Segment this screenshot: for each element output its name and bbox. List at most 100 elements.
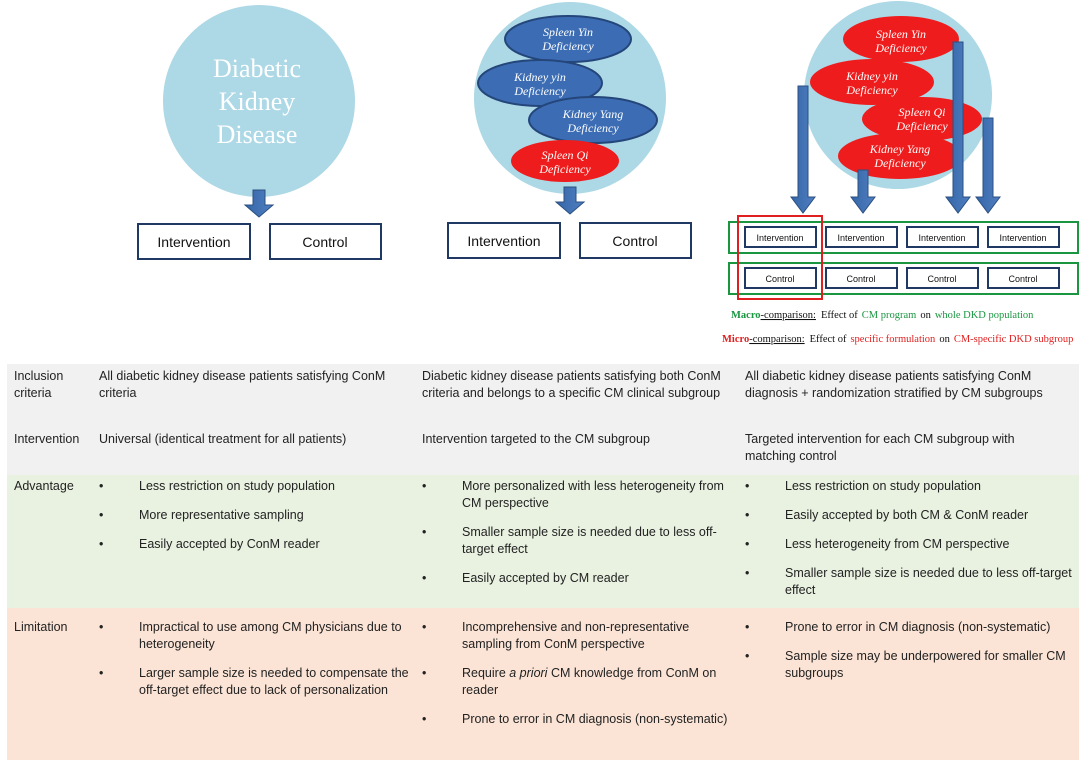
ellipse-kidney-yang	[528, 96, 658, 144]
ellipse-kidney-yang	[838, 133, 962, 179]
micro-rest: -comparison:	[749, 334, 804, 345]
bullet-text: Easily accepted by both CM & ConM reader	[785, 507, 1084, 524]
bullet-line: Prone to error in CM diagnosis (non-syst…	[462, 712, 728, 726]
control-label: Control	[612, 233, 657, 249]
bullet-line: Less restriction on study population	[785, 479, 981, 493]
intervention-col-2: Intervention targeted to the CM subgroup	[422, 432, 650, 446]
macro-frame-control	[728, 262, 1079, 295]
ellipse-spleen-qi	[511, 140, 619, 182]
macro-prefix: Effect of	[821, 310, 858, 321]
ellipse-spleen-yin-line-1: Spleen Yin	[876, 27, 926, 41]
bullet-line: Require a priori CM knowledge from ConM …	[462, 666, 717, 680]
bullet-line: subgroups	[785, 666, 844, 680]
ellipse-spleen-yin-line-1: Spleen Yin	[543, 25, 593, 39]
down-arrow	[554, 186, 586, 215]
ellipse-kidney-yin	[810, 59, 934, 105]
cell-line: Targeted intervention for each CM subgro…	[745, 432, 1015, 446]
bullet-text: Impractical to use among CM physicians d…	[139, 619, 429, 653]
bullet-text: Less heterogeneity from CM perspective	[785, 536, 1084, 553]
control-box-4-label: Control	[1008, 274, 1037, 284]
control-box	[579, 222, 692, 259]
bullet-line: Less restriction on study population	[139, 479, 335, 493]
ellipse-kidney-yin-line-1: Kidney yin	[513, 70, 566, 84]
bullet-text: Prone to error in CM diagnosis (non-syst…	[462, 711, 752, 728]
bullet-icon: •	[745, 537, 750, 551]
bullet-text: Less restriction on study population	[139, 478, 429, 495]
intervention-box-4	[987, 226, 1060, 248]
down-arrow	[243, 189, 275, 218]
micro-prefix: Effect of	[810, 334, 847, 345]
bullet-icon: •	[422, 525, 427, 539]
arrow-to-intervention-3	[945, 41, 971, 214]
ellipse-kidney-yin-line-2: Deficiency	[845, 83, 898, 97]
bullet-line: effect	[785, 583, 816, 597]
row-bg-grey	[7, 364, 1079, 475]
ellipse-kidney-yin-line-2: Deficiency	[513, 84, 566, 98]
ellipse-kidney-yang-line-1: Kidney Yang	[869, 142, 931, 156]
dkd-circle	[163, 5, 355, 197]
bullet-icon: •	[745, 566, 750, 580]
panel-2: Spleen Yin Deficiency Kidney yin Deficie…	[447, 2, 692, 259]
cell-line: diagnosis + randomization stratified by …	[745, 386, 1043, 400]
bullet-icon: •	[745, 620, 750, 634]
bullet-text: Easily accepted by CM reader	[462, 570, 752, 587]
cell-line: criteria and belongs to a specific CM cl…	[422, 386, 721, 400]
ellipse-spleen-qi-line-1: Spleen Qi	[542, 148, 589, 162]
bullet-line: reader	[462, 683, 499, 697]
micro-highlight-1: specific formulation	[850, 334, 936, 345]
panel-3: Spleen Yin Deficiency Kidney yin Deficie…	[722, 1, 1079, 345]
intervention-box-2	[825, 226, 898, 248]
ellipse-spleen-qi-line-2: Deficiency	[538, 162, 591, 176]
inclusion-col-1: All diabetic kidney disease patients sat…	[99, 368, 385, 402]
cell-line: All diabetic kidney disease patients sat…	[745, 369, 1032, 383]
bullet-icon: •	[99, 666, 104, 680]
arrow-to-intervention-4	[975, 117, 1001, 214]
intervention-box-1-label: Intervention	[756, 233, 803, 243]
bullet-text: More representative sampling	[139, 507, 429, 524]
ellipse-spleen-qi-line-2: Deficiency	[895, 119, 948, 133]
bullet-line: target effect	[462, 542, 528, 556]
row-bg-limitation	[7, 608, 1079, 760]
bullet-line: heterogeneity	[139, 637, 215, 651]
intervention-box	[137, 223, 251, 260]
inclusion-col-2: Diabetic kidney disease patients satisfy…	[422, 368, 721, 402]
control-box-2-label: Control	[846, 274, 875, 284]
ellipse-spleen-yin	[843, 16, 959, 62]
cell-line: All diabetic kidney disease patients sat…	[99, 369, 386, 383]
ellipse-kidney-yang-line-2: Deficiency	[873, 156, 926, 170]
bullet-line: Smaller sample size is needed due to les…	[462, 525, 717, 539]
control-label: Control	[302, 234, 347, 250]
macro-rest: -comparison:	[761, 310, 816, 321]
bullet-icon: •	[422, 479, 427, 493]
bullet-line: Less heterogeneity from CM perspective	[785, 537, 1010, 551]
macro-highlight-2: whole DKD population	[935, 310, 1034, 321]
macro-highlight-1: CM program	[862, 310, 917, 321]
label-advantage: Advantage	[14, 479, 74, 493]
bullet-icon: •	[99, 620, 104, 634]
bullet-line: Impractical to use among CM physicians d…	[139, 620, 402, 634]
ellipse-kidney-yang-line-1: Kidney Yang	[562, 107, 624, 121]
cell-line: matching control	[745, 449, 837, 463]
bullet-icon: •	[422, 666, 427, 680]
bullet-line: CM perspective	[462, 496, 549, 510]
bullet-icon: •	[422, 712, 427, 726]
bullet-icon: •	[422, 571, 427, 585]
bullet-line: Incomprehensive and non-representative	[462, 620, 690, 634]
circle-line-1: Diabetic	[213, 54, 301, 83]
control-box-4	[987, 267, 1060, 289]
control-box-3-label: Control	[927, 274, 956, 284]
control-box-2	[825, 267, 898, 289]
bullet-text: Easily accepted by ConM reader	[139, 536, 429, 553]
bullet-line: More representative sampling	[139, 508, 304, 522]
bullet-icon: •	[99, 508, 104, 522]
arrow-to-intervention-2	[850, 169, 876, 214]
cell-line: Diabetic kidney disease patients satisfy…	[422, 369, 721, 383]
micro-frame	[737, 215, 823, 300]
cell-line: criteria	[99, 386, 137, 400]
micro-highlight-2: CM-specific DKD subgroup	[954, 334, 1074, 345]
intervention-box-1	[744, 226, 817, 248]
ellipse-spleen-qi-line-1: Spleen Qi	[899, 105, 946, 119]
arrow-to-intervention-1	[790, 85, 816, 214]
